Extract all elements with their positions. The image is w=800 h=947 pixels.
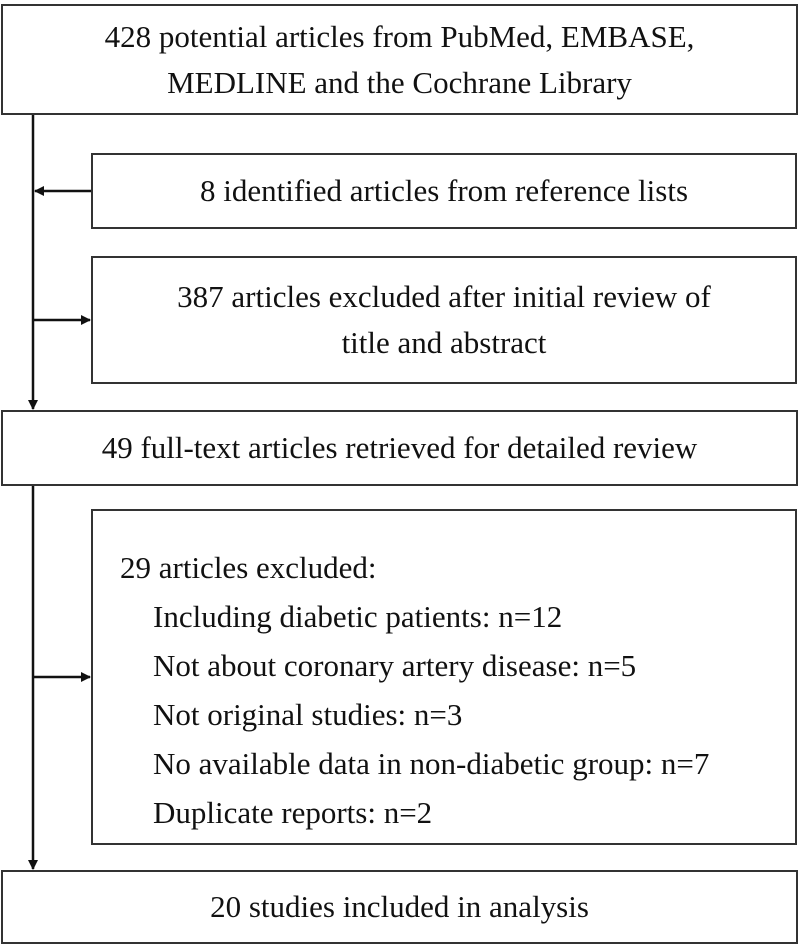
exclusion-item: Including diabetic patients: n=12 [153, 599, 563, 634]
box-studies-included: 20 studies included in analysis [1, 870, 798, 944]
box-potential-articles-line-1: 428 potential articles from PubMed, EMBA… [104, 18, 695, 54]
box-excluded-initial-line-1: 387 articles excluded after initial revi… [177, 279, 711, 314]
box-excluded-initial-review: 387 articles excluded after initial revi… [91, 256, 797, 384]
exclusion-item: Not about coronary artery disease: n=5 [153, 648, 637, 683]
exclusion-item: No available data in non-diabetic group:… [153, 746, 710, 781]
box-reference-lists: 8 identified articles from reference lis… [91, 153, 797, 229]
box-potential-articles-line-2: MEDLINE and the Cochrane Library [167, 64, 632, 100]
exclusion-item: Not original studies: n=3 [153, 697, 463, 732]
box-excluded-detailed: 29 articles excluded: Including diabetic… [91, 509, 797, 845]
box-full-text-text: 49 full-text articles retrieved for deta… [101, 430, 698, 465]
exclusion-heading: 29 articles excluded: [120, 550, 377, 585]
box-studies-included-text: 20 studies included in analysis [210, 889, 589, 924]
exclusion-list: 29 articles excluded: Including diabetic… [93, 511, 795, 837]
box-potential-articles: 428 potential articles from PubMed, EMBA… [1, 4, 798, 115]
box-excluded-initial-line-2: title and abstract [341, 325, 547, 360]
box-reference-lists-text: 8 identified articles from reference lis… [199, 173, 689, 208]
exclusion-item: Duplicate reports: n=2 [153, 795, 433, 830]
box-full-text-articles: 49 full-text articles retrieved for deta… [1, 410, 798, 486]
